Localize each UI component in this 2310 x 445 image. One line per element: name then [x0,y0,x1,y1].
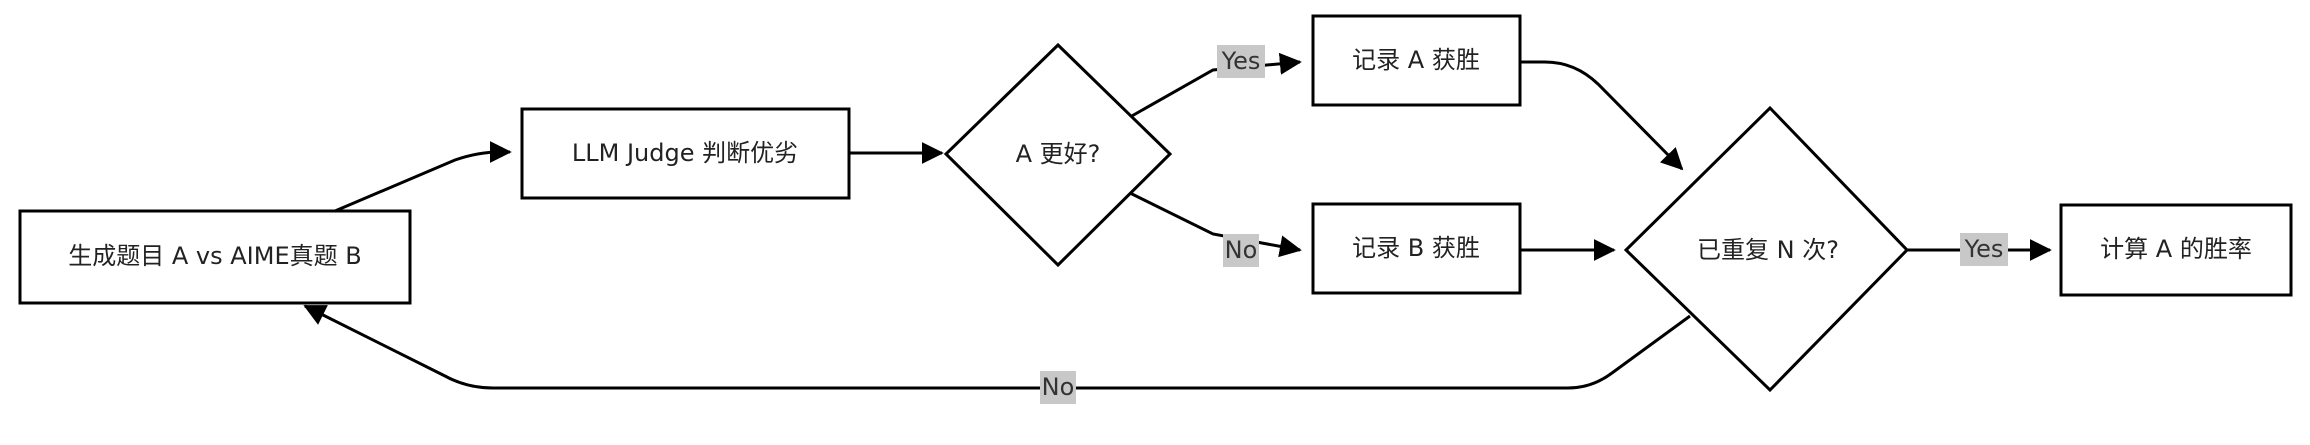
node-record-b: 记录 B 获胜 [1311,202,1522,295]
node-judge-label: LLM Judge 判断优劣 [572,139,798,167]
node-judge: LLM Judge 判断优劣 [520,107,851,200]
edge-label-compare-yes-text: Yes [1221,47,1261,75]
edge-compare-no [1129,191,1302,258]
edge-label-repeat-yes-text: Yes [1964,235,2004,263]
edge-label-compare-no: No [1223,234,1259,267]
node-generate: 生成题目 A vs AIME真题 B [18,209,412,305]
edge-compare-yes [1129,52,1302,119]
node-record-b-label: 记录 B 获胜 [1352,234,1480,262]
edge-label-repeat-no-text: No [1042,373,1075,401]
node-repeat: 已重复 N 次? [1623,105,1910,393]
node-compute: 计算 A 的胜率 [2059,203,2293,297]
edge-generate-to-judge [334,141,512,213]
edge-record-a-to-repeat [1521,60,1684,171]
node-record-a-label: 记录 A 获胜 [1352,46,1480,74]
edge-label-compare-no-text: No [1225,236,1258,264]
node-record-a: 记录 A 获胜 [1311,14,1522,107]
node-generate-label: 生成题目 A vs AIME真题 B [68,242,361,270]
node-compare: A 更好? [943,42,1173,268]
node-compute-label: 计算 A 的胜率 [2100,235,2252,263]
node-repeat-label: 已重复 N 次? [1697,236,1839,264]
edge-label-repeat-yes: Yes [1960,233,2008,266]
edge-label-compare-yes: Yes [1217,45,1265,78]
node-compare-label: A 更好? [1016,140,1101,168]
edge-label-repeat-no: No [1040,371,1076,404]
edge-repeat-no [303,304,1691,390]
